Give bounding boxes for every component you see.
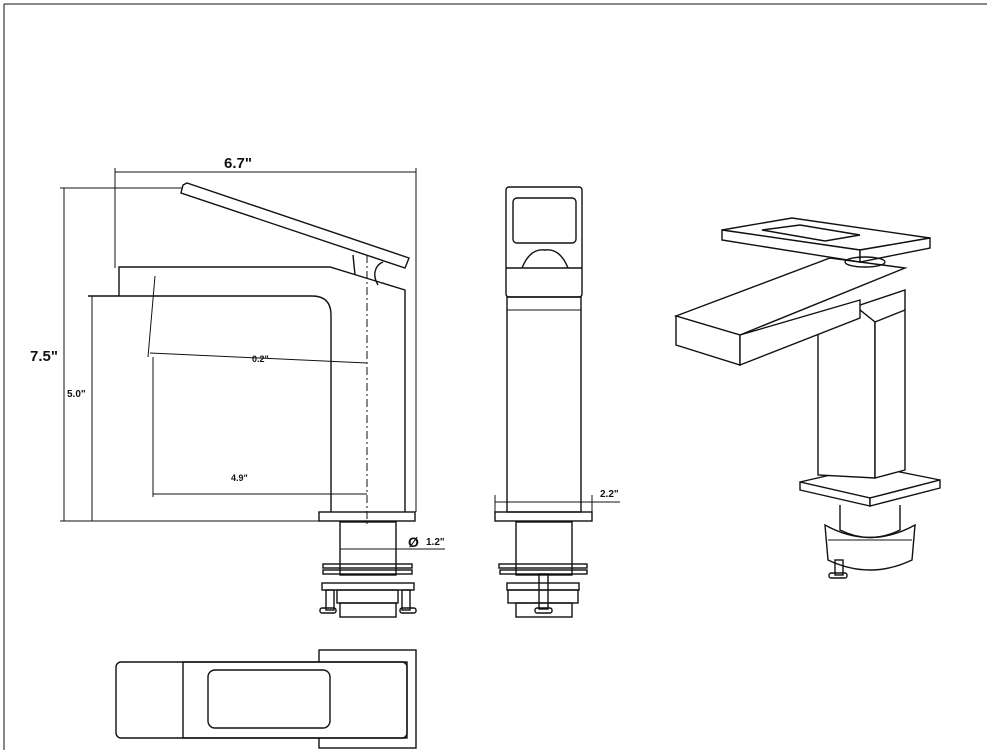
shank-diameter-label: 1.2"	[426, 537, 445, 548]
handle-lever	[180, 182, 410, 269]
diameter-symbol: Ø	[408, 534, 419, 550]
faucet-body	[118, 266, 406, 512]
overall-width-label: 6.7"	[224, 155, 252, 172]
top-handle-opening	[207, 669, 331, 729]
front-base-plate	[494, 511, 593, 522]
reach-label: 4.9"	[231, 473, 248, 483]
base-width-label: 2.2"	[600, 489, 619, 500]
side-view	[60, 168, 445, 618]
drawing-frame	[3, 3, 987, 750]
front-handle	[505, 186, 583, 298]
front-view	[494, 186, 620, 618]
top-view	[115, 649, 417, 749]
iso-mount	[824, 523, 916, 571]
handle-stem	[352, 254, 384, 286]
isometric-view	[673, 217, 941, 579]
top-spout	[115, 661, 408, 739]
spout	[88, 295, 332, 512]
offset-label: 0.2"	[252, 354, 269, 364]
front-body	[506, 296, 582, 513]
overall-height-label: 7.5"	[30, 348, 58, 365]
offset-dimension-line	[149, 352, 368, 364]
spout-height-label: 5.0"	[67, 389, 86, 400]
